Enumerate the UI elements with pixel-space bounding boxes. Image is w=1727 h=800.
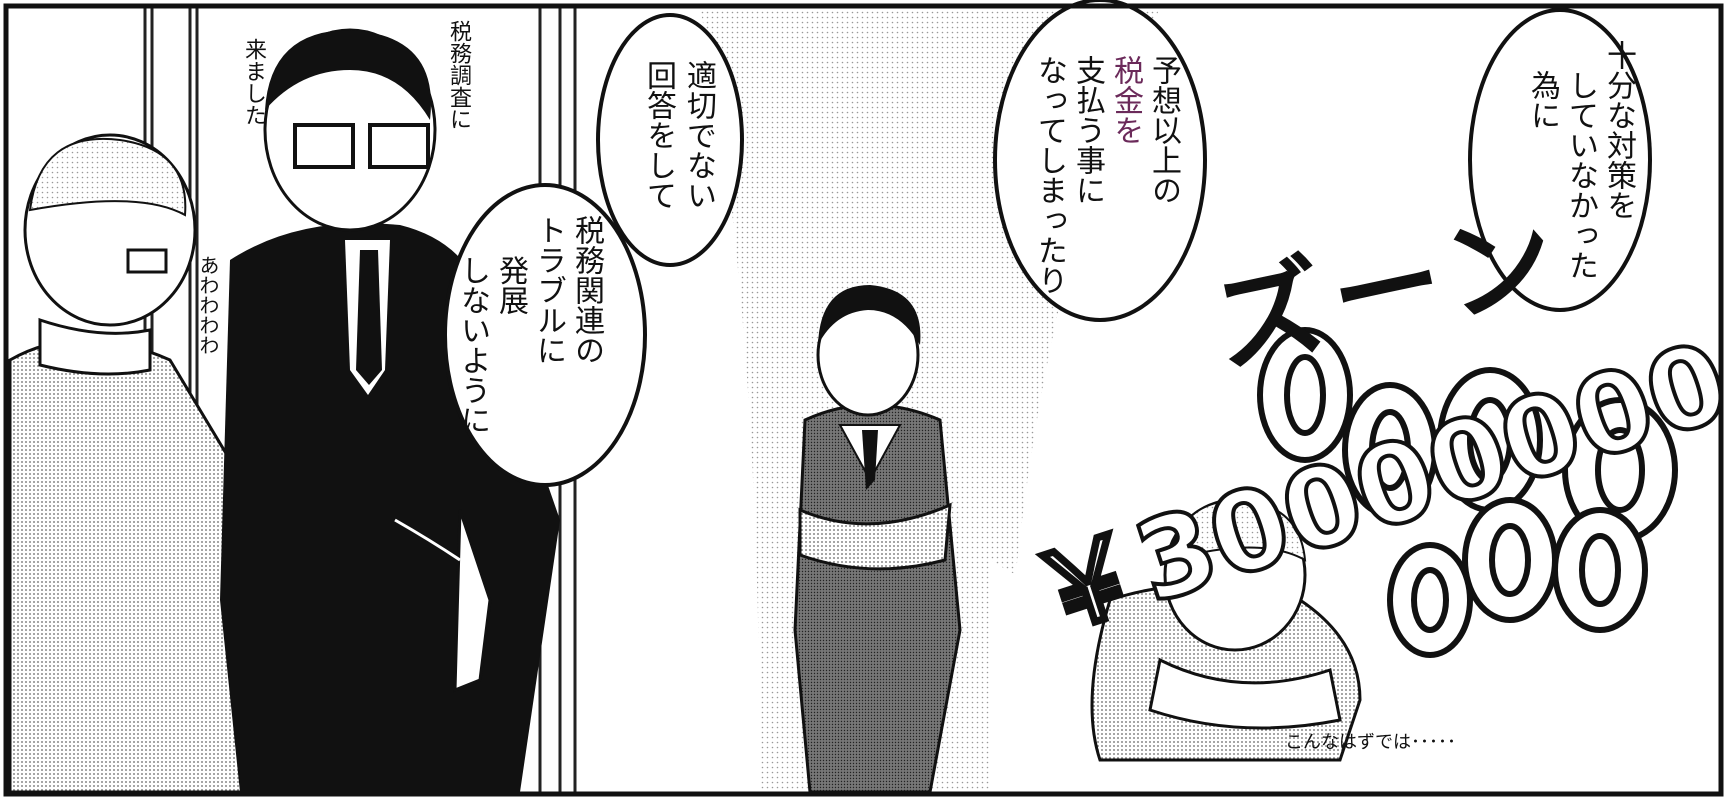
caption-left-line2: 来ました — [241, 38, 266, 126]
speech-far-right-line1: 十分な対策を — [1601, 40, 1636, 220]
speech-bubbles — [443, 0, 1652, 487]
speech-center2-line4: しないように — [455, 255, 490, 435]
panel-border — [3, 3, 1724, 797]
sfx-left: あわわわわ — [196, 255, 220, 355]
elderly-man-left — [8, 133, 255, 794]
coin-zeros — [1257, 327, 1678, 658]
man-arms-crossed-center — [793, 285, 962, 794]
right-scene — [990, 327, 1720, 792]
speech-center-line2: 回答をして — [641, 60, 676, 210]
bubble-center-top — [596, 13, 744, 267]
caption-left-line1: 税務調査に — [446, 20, 471, 130]
speech-right-line1: 予想以上の — [1146, 55, 1181, 205]
speech-center2-line2: トラブルに — [531, 215, 566, 365]
mutter-text: こんなはずでは･････ — [1285, 732, 1456, 753]
speech-center2-line1: 税務関連の — [569, 215, 604, 365]
speech-far-right-line2: していなかった — [1563, 70, 1598, 280]
bubble-far-right — [1468, 8, 1652, 312]
speech-right-line3: 支払う事に — [1070, 55, 1105, 205]
speech-right-line4: なってしまったり — [1032, 55, 1067, 295]
speech-far-right-line3: 為に — [1525, 70, 1560, 130]
speech-center2-line3: 発展 — [493, 255, 528, 315]
bubble-right — [993, 0, 1207, 322]
speech-center-line1: 適切でない — [681, 60, 716, 210]
slumped-man — [1090, 498, 1362, 762]
bubble-center-bottom — [443, 183, 647, 487]
speech-right-line2: 税金を — [1108, 55, 1143, 145]
